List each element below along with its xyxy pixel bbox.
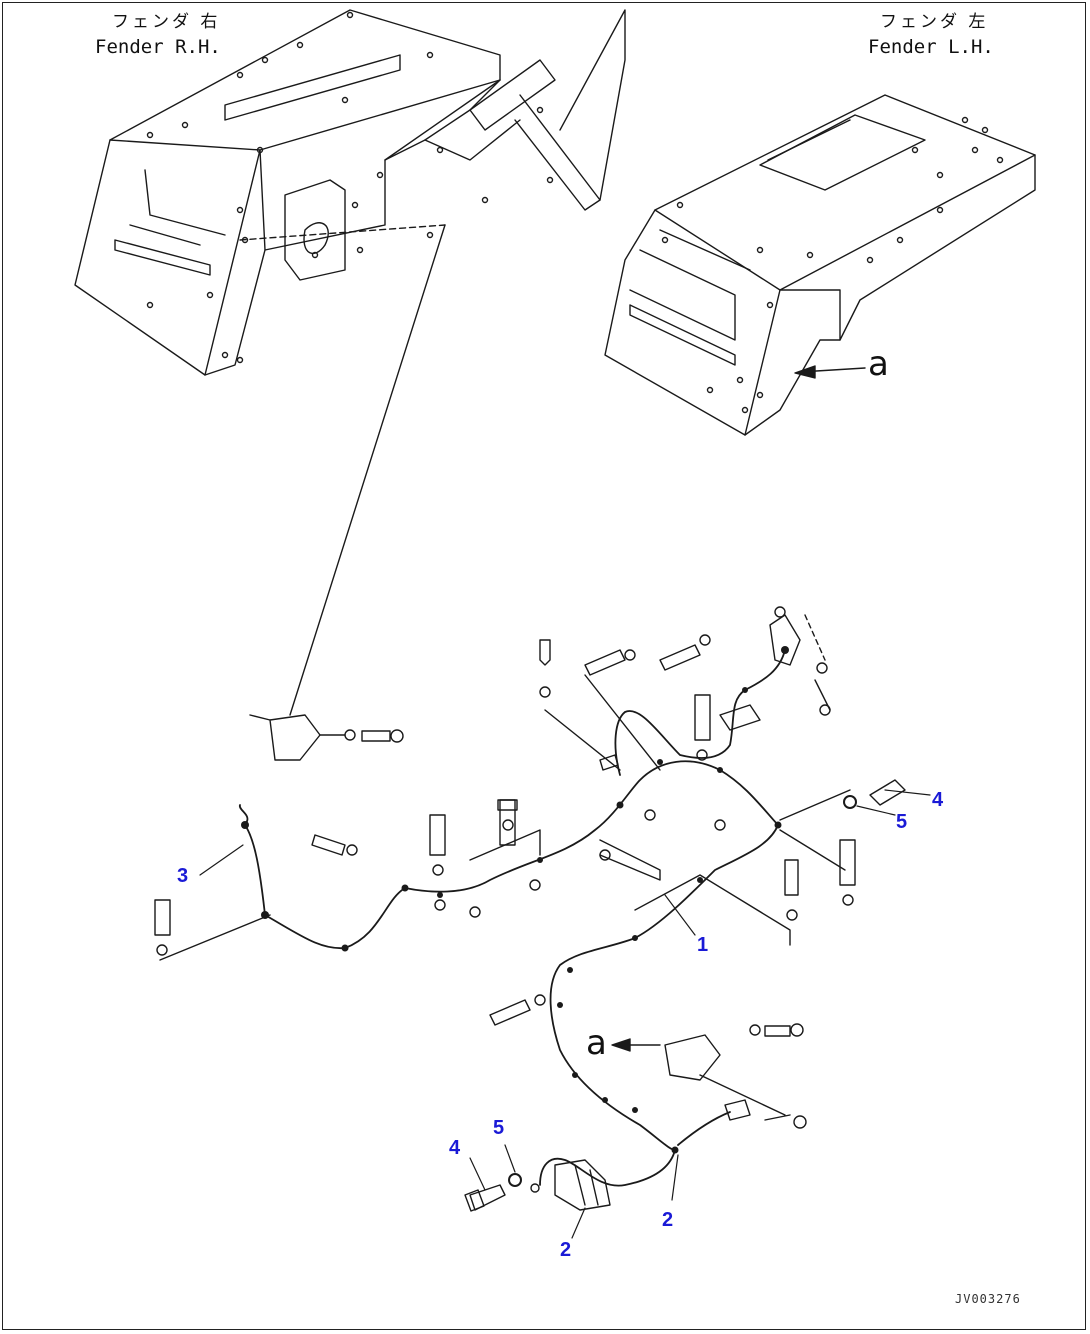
callout-leaders	[199, 789, 931, 1239]
fender-rh-label: Fender R.H.	[95, 36, 221, 58]
callout-1: 1	[697, 934, 709, 956]
top-connector-assembly	[719, 606, 831, 731]
callout-2-left: 2	[560, 1239, 572, 1261]
fender-rh-japanese-label: フェンダ 右	[112, 12, 221, 32]
fender-rh-drawing	[74, 9, 626, 376]
callout-4-right: 4	[932, 789, 944, 811]
fender-lh-japanese-label: フェンダ 左	[880, 12, 989, 32]
callout-3: 3	[177, 865, 189, 887]
callout-5-left: 5	[493, 1117, 505, 1139]
callout-4-left: 4	[449, 1137, 461, 1159]
reference-a-lower: a	[586, 1023, 607, 1063]
harness-clips	[241, 646, 789, 1154]
wiring-harness	[239, 649, 786, 1187]
callout-5-right: 5	[896, 811, 908, 833]
fender-lh-drawing	[604, 94, 1036, 436]
lamp-bracket-lower	[664, 1023, 807, 1129]
leader-rh-to-bracket	[289, 224, 446, 716]
drawing-code: JV003276	[955, 1292, 1021, 1306]
arrowhead-a-upper	[794, 365, 816, 379]
arrowhead-a-lower	[611, 1038, 631, 1052]
reference-a-upper: a	[868, 344, 889, 384]
fasteners	[154, 634, 906, 1212]
connector-boots	[530, 1159, 611, 1211]
callout-2-right: 2	[662, 1209, 674, 1231]
fender-lh-label: Fender L.H.	[868, 36, 994, 58]
dashed-projection	[239, 224, 446, 241]
lamp-bracket-upper	[249, 714, 404, 761]
harness-brackets	[159, 674, 851, 1116]
